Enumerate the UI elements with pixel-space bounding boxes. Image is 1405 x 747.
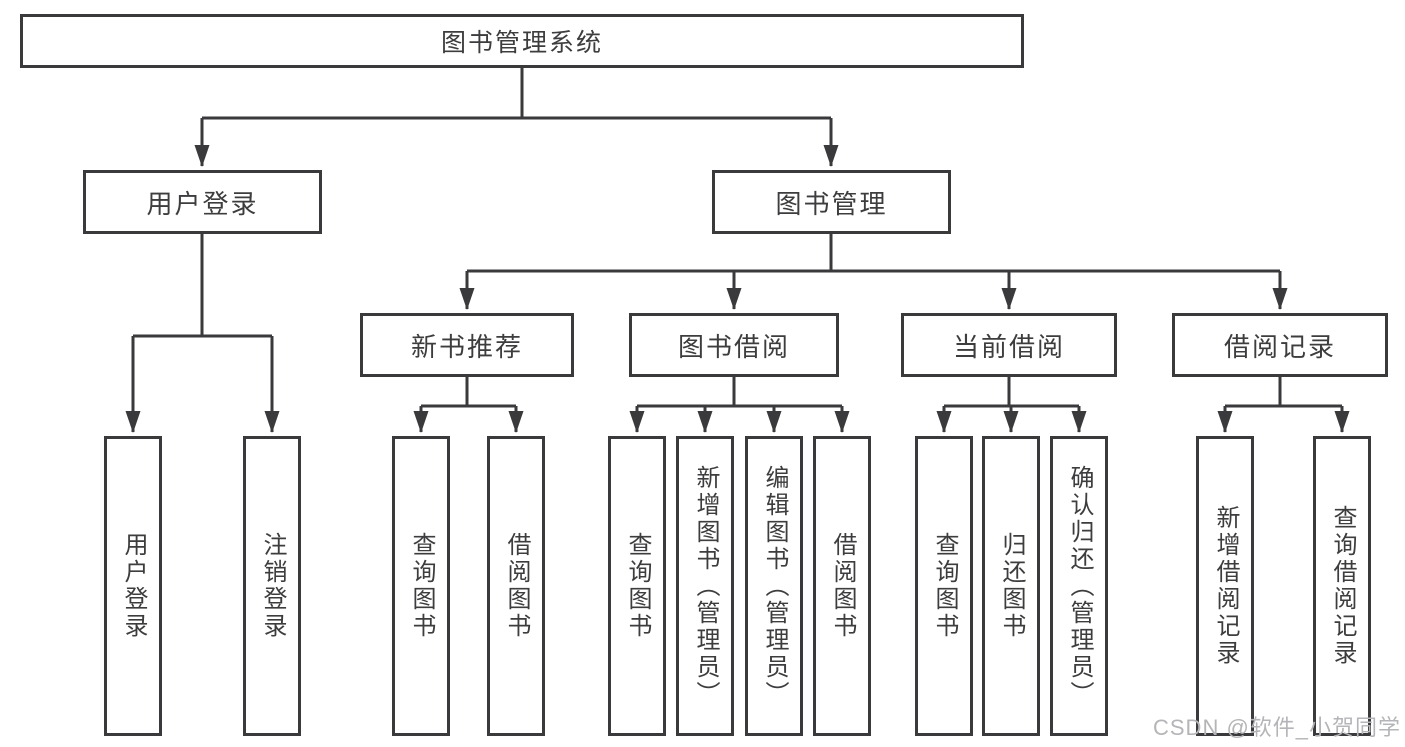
node-label: 查询图书 — [624, 532, 651, 640]
node-label: 图书管理系统 — [440, 29, 603, 57]
node-label: 新书推荐 — [410, 331, 523, 362]
leaf-add-borrow-record: 新增借阅记录 — [1196, 436, 1254, 736]
node-user-login: 用户登录 — [83, 170, 322, 234]
node-book-management: 图书管理 — [712, 170, 951, 234]
node-borrowing-records: 借阅记录 — [1172, 313, 1388, 377]
leaf-search-borrow-record: 查询借阅记录 — [1313, 436, 1371, 736]
node-new-book-recommendation: 新书推荐 — [360, 313, 574, 377]
node-label: 用户登录 — [146, 188, 259, 219]
node-book-borrowing: 图书借阅 — [629, 313, 839, 377]
node-label: 当前借阅 — [952, 331, 1065, 362]
wire-book-management-fork — [467, 234, 1280, 273]
node-label: 图书借阅 — [677, 331, 790, 362]
node-label: 归还图书 — [998, 532, 1025, 640]
node-label: 查询图书 — [931, 532, 958, 640]
leaf-search-books-current: 查询图书 — [915, 436, 973, 736]
leaf-return-books: 归还图书 — [982, 436, 1040, 736]
node-label: 借阅图书 — [503, 532, 530, 640]
leaf-borrow-books-recommend: 借阅图书 — [487, 436, 545, 736]
leaf-borrow-books: 借阅图书 — [813, 436, 871, 736]
node-label: 确认归还（管理员） — [1066, 464, 1093, 708]
node-label: 编辑图书（管理员） — [761, 464, 788, 708]
leaf-edit-book-admin: 编辑图书（管理员） — [745, 436, 803, 736]
node-label: 图书管理 — [775, 188, 888, 219]
wire-root-fork — [202, 68, 831, 120]
node-label: 借阅记录 — [1223, 331, 1336, 362]
leaf-user-login: 用户登录 — [104, 436, 162, 736]
node-label: 用户登录 — [120, 532, 147, 640]
node-label: 查询借阅记录 — [1329, 505, 1356, 667]
leaf-search-books-recommend: 查询图书 — [392, 436, 450, 736]
wire-book-borrowing-fork — [637, 377, 842, 408]
wire-borrowing-records-fork — [1225, 377, 1342, 408]
wire-current-borrowing-fork — [944, 377, 1079, 408]
leaf-logout: 注销登录 — [243, 436, 301, 736]
node-label: 新增借阅记录 — [1212, 505, 1239, 667]
node-label: 查询图书 — [408, 532, 435, 640]
leaf-search-books-borrowing: 查询图书 — [608, 436, 666, 736]
node-library-system: 图书管理系统 — [20, 14, 1024, 68]
node-current-borrowing: 当前借阅 — [901, 313, 1117, 377]
wire-user-login-fork — [133, 234, 272, 338]
csdn-watermark: CSDN @软件_小贺同学 — [1153, 715, 1402, 740]
leaf-confirm-return-admin: 确认归还（管理员） — [1050, 436, 1108, 736]
node-label: 注销登录 — [259, 532, 286, 640]
leaf-add-book-admin: 新增图书（管理员） — [676, 436, 734, 736]
node-label: 借阅图书 — [829, 532, 856, 640]
wire-new-book-fork — [421, 377, 516, 408]
node-label: 新增图书（管理员） — [692, 464, 719, 708]
